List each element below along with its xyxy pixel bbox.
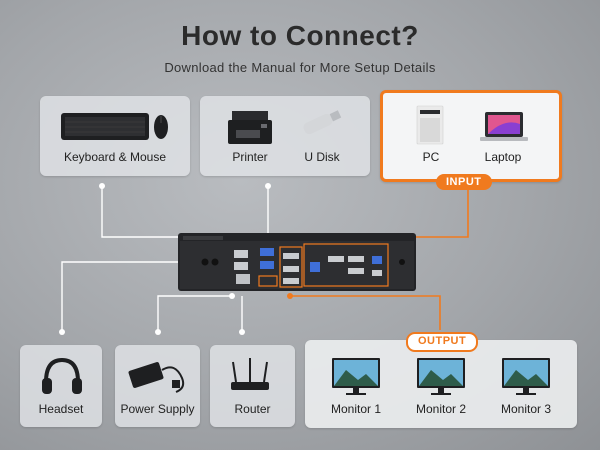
- monitor-1-label: Monitor 1: [330, 402, 382, 416]
- monitor-3-icon: [502, 358, 550, 395]
- page-subtitle: Download the Manual for More Setup Detai…: [164, 60, 436, 75]
- monitor-3-label: Monitor 3: [500, 402, 552, 416]
- monitor-2-icon: [417, 358, 465, 395]
- input-connection-lines: [101, 186, 269, 238]
- monitor-2-label: Monitor 2: [415, 402, 467, 416]
- kvm-switch: [178, 233, 416, 291]
- laptop-label: Laptop: [484, 150, 522, 164]
- keyboard-mouse-label: Keyboard & Mouse: [63, 150, 167, 164]
- keyboard-icon: [61, 113, 149, 140]
- pc-input-line: [346, 186, 469, 238]
- input-line-dots: [99, 183, 271, 240]
- monitor-1-icon: [332, 358, 380, 395]
- printer-icon: [228, 111, 272, 144]
- headset-icon: [42, 357, 82, 394]
- u-disk-icon: [303, 110, 342, 135]
- laptop-icon: [480, 112, 528, 141]
- power-supply-label: Power Supply: [120, 402, 195, 416]
- router-icon: [231, 358, 269, 390]
- pc-label: PC: [422, 150, 440, 164]
- input-tag: INPUT: [436, 174, 492, 190]
- pc-icon: [416, 105, 444, 145]
- pc-laptop-card: [380, 90, 562, 182]
- power-supply-card: [115, 345, 200, 427]
- power-supply-icon: [128, 362, 185, 393]
- monitor-output-line: [290, 295, 441, 330]
- router-label: Router: [234, 402, 271, 416]
- output-tag: OUTPUT: [406, 332, 479, 352]
- headset-label: Headset: [38, 402, 84, 416]
- page-title: How to Connect?: [181, 20, 419, 51]
- printer-label: Printer: [232, 150, 268, 164]
- u-disk-label: U Disk: [304, 150, 340, 164]
- output-line-dots: [59, 293, 245, 335]
- mouse-icon: [154, 115, 168, 139]
